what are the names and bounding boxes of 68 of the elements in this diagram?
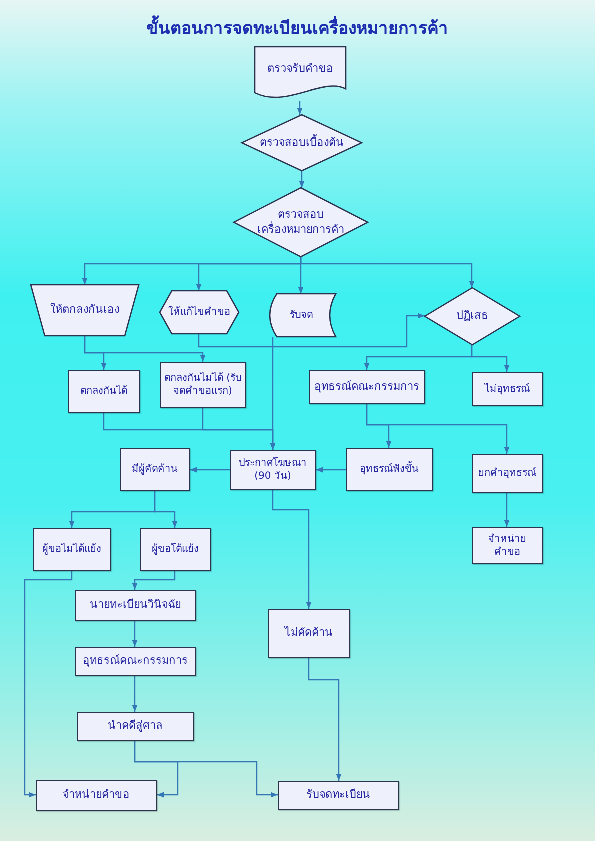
step-label: ไม่คัดค้าน: [285, 626, 333, 641]
arrow: [297, 101, 303, 115]
step-label: ตกลงกันได้: [80, 385, 128, 398]
step-label: จำหน่ายคำขอ: [63, 788, 130, 803]
process-box: [278, 781, 399, 810]
step-label: ให้แก้ไขคำขอ: [168, 306, 230, 319]
process-box: [346, 448, 433, 491]
step-label: ผู้ขอไม่ได้แย้ง: [42, 543, 102, 556]
process-box: [472, 372, 543, 406]
arrow: [190, 467, 230, 473]
step-label: อุทธรณ์คณะกรรมการ: [314, 380, 420, 394]
decision-diamond: [234, 188, 368, 257]
process-box: [140, 528, 211, 571]
process-box: [309, 370, 425, 404]
arrow: [132, 621, 138, 647]
step-label: ตรวจสอบเครื่องหมายการค้า: [256, 208, 346, 237]
process-box: [230, 450, 316, 490]
step-label: ปฏิเสธ: [456, 309, 488, 324]
process-box: [160, 362, 246, 408]
process-box: [77, 712, 194, 741]
arrow: [132, 571, 176, 590]
manual-operation-trapezoid: [31, 285, 139, 336]
step-label: ยกคำอุทธรณ์: [478, 467, 536, 480]
arrow: [471, 345, 510, 372]
arrow: [84, 336, 206, 362]
step-label: ตกลงกันไม่ได้ (รับจดคำขอแรก): [164, 372, 242, 398]
process-box: [75, 590, 196, 621]
process-box: [68, 370, 140, 413]
step-label: รับจด: [290, 309, 313, 322]
arrow: [272, 490, 312, 609]
arrow: [154, 491, 178, 528]
process-box: [75, 647, 196, 676]
process-box: [36, 780, 157, 811]
process-box: [120, 448, 190, 491]
arrow: [300, 257, 475, 288]
decision-diamond: [425, 288, 520, 345]
process-box: [472, 454, 543, 493]
step-label: อุทธรณ์ฟังขึ้น: [360, 463, 419, 476]
document-shape: [255, 47, 346, 101]
stored-data-shape: [267, 294, 336, 337]
step-label: ตรวจสอบเบื้องต้น: [260, 136, 344, 150]
process-box: [268, 609, 350, 658]
step-label: อุทธรณ์คณะกรรมการ: [83, 654, 188, 669]
step-label: ให้ตกลงกันเอง: [50, 303, 120, 318]
arrow: [366, 404, 510, 454]
step-label: ประกาศโฆษณา (90 วัน): [238, 457, 308, 483]
arrow: [308, 658, 342, 781]
step-label: มีผู้คัดค้าน: [132, 463, 178, 476]
diagram-title: ขั้นตอนการจดทะเบียนเครื่องหมายการค้า: [0, 14, 595, 41]
arrow: [504, 493, 510, 527]
step-label: จำหน่ายคำขอ: [488, 532, 528, 558]
step-label: นำคดีสู่ศาล: [108, 719, 163, 734]
step-label: ไม่อุทธรณ์: [485, 382, 530, 396]
step-label: ผู้ขอโต้แย้ง: [152, 543, 199, 556]
arrow: [134, 741, 278, 798]
arrow: [202, 408, 276, 450]
step-label: ตรวจรับคำขอ: [268, 62, 334, 76]
process-box: [472, 527, 543, 564]
arrow: [299, 171, 305, 188]
arrow: [24, 571, 73, 798]
decision-diamond: [242, 115, 362, 171]
step-label: รับจดทะเบียน: [306, 788, 370, 803]
arrow: [316, 467, 346, 473]
step-label: นายทะเบียนวินิจฉัย: [90, 598, 181, 613]
arrow: [198, 313, 425, 348]
preparation-hexagon: [160, 291, 239, 334]
process-box: [33, 528, 111, 571]
arrow: [132, 676, 138, 712]
